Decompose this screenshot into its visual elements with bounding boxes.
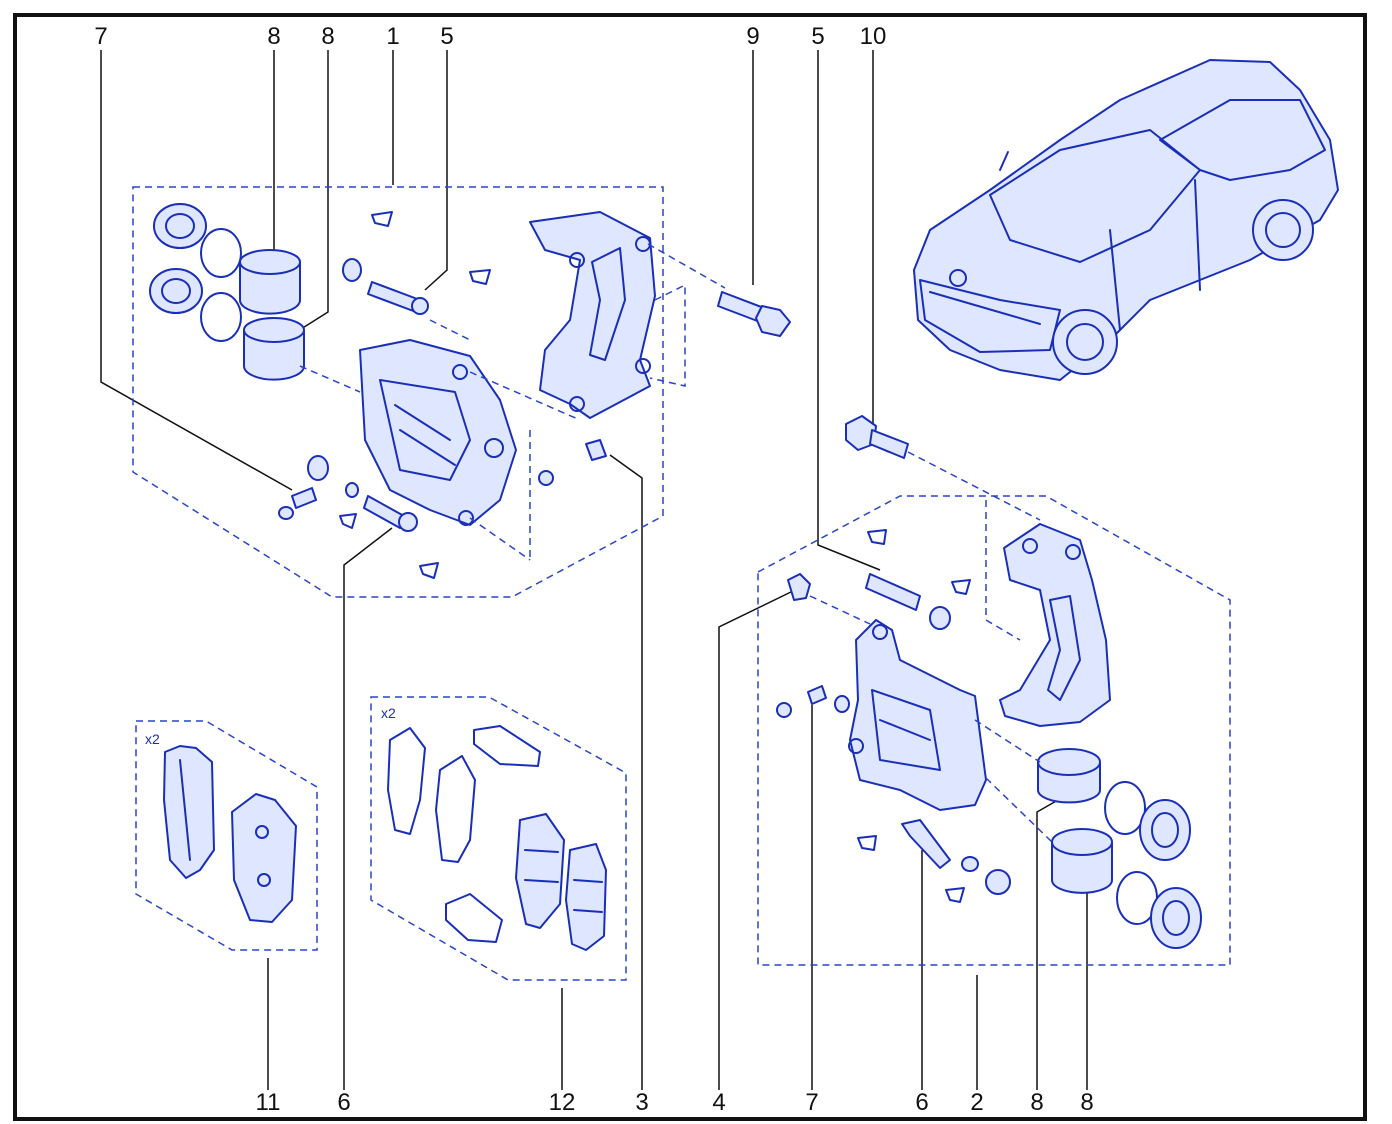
bolt-9 (717, 291, 791, 337)
kit-11-outline (135, 720, 318, 951)
kit-1-caliper-body (359, 339, 517, 526)
callout-3-bottom: 3 (635, 1089, 648, 1116)
callout-7-top-left: 7 (94, 23, 107, 50)
kit-12-qty: x2 (381, 705, 396, 721)
callout-11-bottom: 11 (256, 1089, 281, 1116)
kit-1-seals (149, 203, 242, 342)
callout-5-top-right: 5 (811, 23, 824, 50)
kit-1-carrier-bracket (529, 211, 656, 419)
callout-8-top-b: 8 (321, 23, 334, 50)
kit-2-pistons (1037, 748, 1113, 894)
kit-2-small-parts (776, 529, 1011, 903)
kit-2-outline (757, 495, 1231, 966)
callout-6-bottom-left: 6 (337, 1089, 350, 1116)
callout-5-top-left: 5 (440, 23, 453, 50)
kit-2-assembly-lines (809, 500, 1053, 843)
kit-1-assembly-lines (299, 243, 726, 561)
kit-2-seals (1104, 781, 1202, 949)
callout-1-top: 1 (386, 23, 399, 50)
kit-1-small-parts (278, 211, 607, 579)
callout-4-bottom: 4 (712, 1089, 725, 1116)
kit-1-outline (132, 186, 664, 598)
callout-2-bottom: 2 (970, 1089, 983, 1116)
kit-11-qty: x2 (145, 731, 160, 747)
callout-8-top-a: 8 (267, 23, 280, 50)
callout-9-top: 9 (746, 23, 759, 50)
outer-frame (13, 13, 1367, 1121)
kit-1-pistons (239, 249, 305, 381)
kit-12-outline (370, 696, 627, 981)
kit-11-brake-pads (163, 745, 297, 923)
kit-12-pad-shims-and-clips (387, 725, 607, 951)
callout-8-bottom-b: 8 (1080, 1089, 1093, 1116)
callout-8-bottom-a: 8 (1030, 1089, 1043, 1116)
kit-2-carrier-bracket (999, 523, 1111, 727)
leader-lines-bottom (267, 454, 1088, 1090)
callout-12-bottom: 12 (549, 1089, 576, 1116)
bolt-10 (845, 415, 1041, 521)
callout-10-top: 10 (860, 23, 887, 50)
kit-2-caliper-body (848, 619, 987, 811)
callout-7-bottom-right: 7 (805, 1089, 818, 1116)
vehicle-illustration (913, 59, 1339, 381)
callout-6-bottom-right: 6 (915, 1089, 928, 1116)
